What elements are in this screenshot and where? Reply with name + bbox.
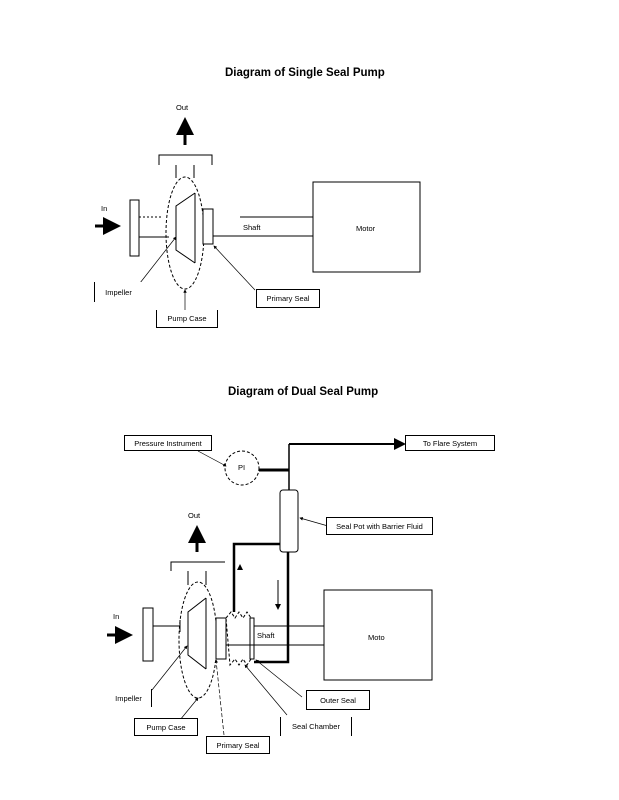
seal-pot-callout: Seal Pot with Barrier Fluid	[326, 517, 433, 535]
primary-seal-callout: Primary Seal	[206, 736, 270, 754]
seal-chamber	[225, 611, 252, 667]
barrier-return-line	[232, 542, 280, 612]
out-label: Out	[188, 511, 201, 520]
discharge-flange	[170, 561, 225, 571]
pressure-instrument-circle	[224, 450, 260, 486]
pump-case-callout: Pump Case	[156, 310, 218, 328]
pump-case-callout: Pump Case	[134, 718, 198, 736]
primary-seal	[215, 617, 227, 660]
to-flare-system-callout: To Flare System	[405, 435, 495, 451]
dual-seal-title: Diagram of Dual Seal Pump	[228, 386, 379, 398]
in-label: In	[101, 204, 108, 213]
primary-seal-callout: Primary Seal	[256, 289, 320, 308]
suction-flange	[142, 607, 154, 662]
impeller-callout: Impeller	[106, 689, 152, 707]
single-seal-title: Diagram of Single Seal Pump	[225, 67, 385, 79]
barrier-supply-line	[254, 552, 290, 664]
seal-pot	[279, 489, 299, 553]
outer-seal	[249, 617, 255, 660]
out-label: Out	[176, 103, 189, 112]
impeller	[175, 192, 196, 264]
discharge-flange	[158, 154, 213, 165]
outer-seal-callout: Outer Seal	[306, 690, 370, 710]
pump-case	[178, 581, 218, 699]
primary-seal	[202, 208, 214, 245]
suction-flange	[129, 199, 140, 257]
seal-chamber-callout: Seal Chamber	[280, 717, 352, 736]
shaft-label: Shaft	[257, 631, 275, 640]
motor	[323, 589, 433, 681]
in-label: In	[113, 612, 120, 621]
impeller-callout: Impeller	[94, 282, 142, 302]
motor-label: Motor	[356, 224, 376, 233]
shaft-label: Shaft	[243, 223, 261, 232]
impeller	[187, 597, 207, 670]
motor	[312, 181, 421, 273]
pressure-instrument-callout: Pressure Instrument	[124, 435, 212, 451]
pi-label: PI	[238, 463, 246, 472]
motor-label: Moto	[368, 633, 385, 642]
